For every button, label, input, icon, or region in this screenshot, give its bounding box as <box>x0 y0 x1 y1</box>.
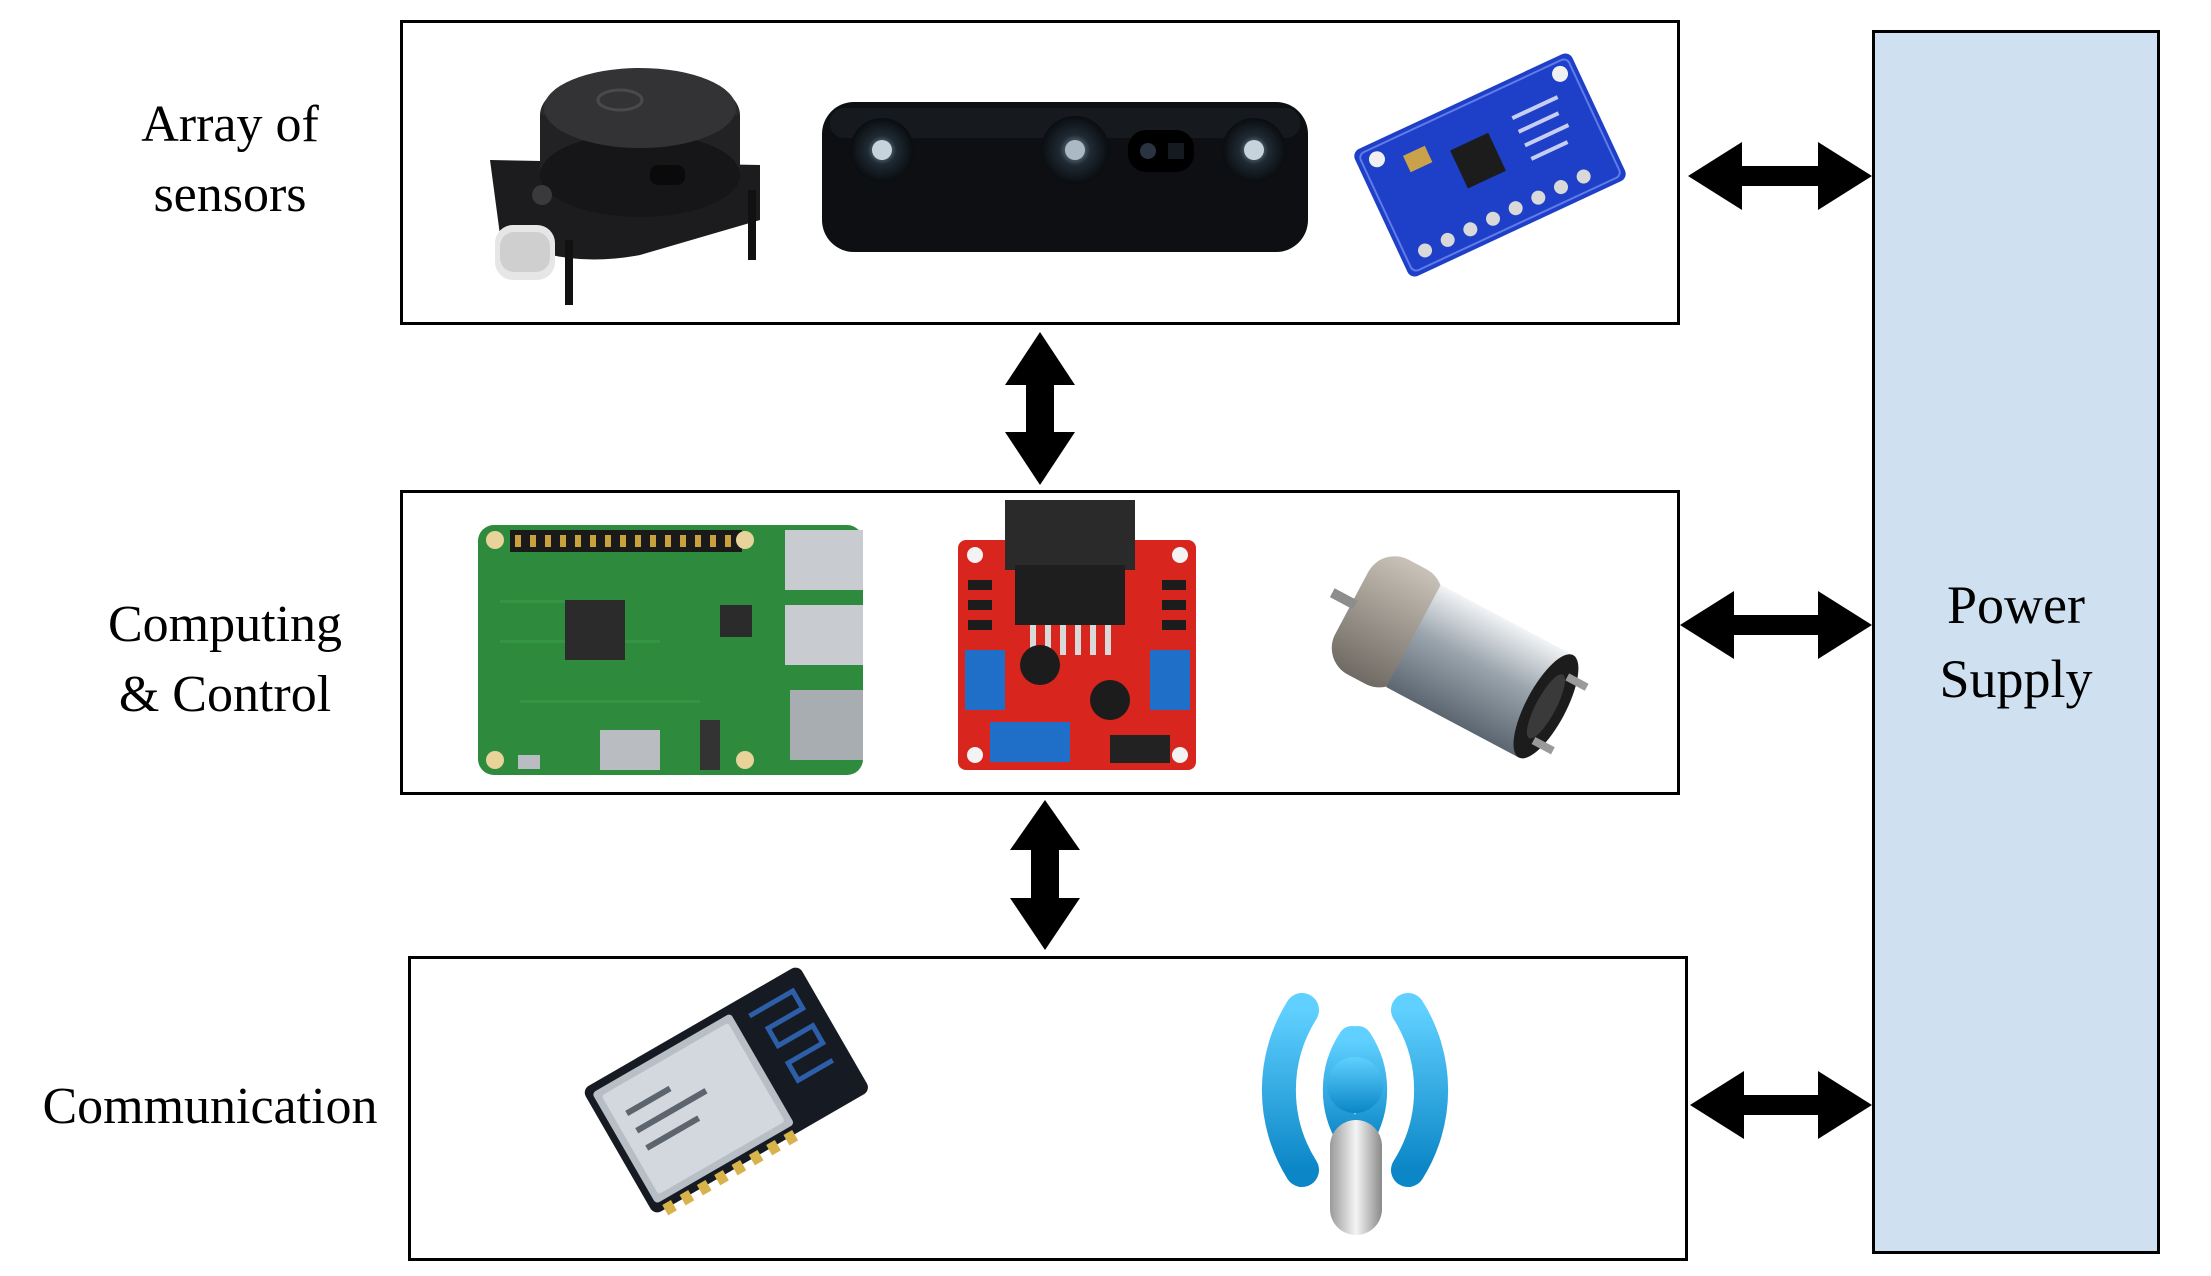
computing-label-line1: Computing <box>107 596 343 653</box>
motor-driver-icon <box>958 500 1196 770</box>
communication-label: Communication <box>42 1078 378 1135</box>
power-supply-label-line1: Power <box>1947 575 2085 635</box>
wifi-module-icon <box>584 967 868 1216</box>
lidar-icon <box>490 68 760 305</box>
power-supply-label: Power Supply <box>1939 568 2092 716</box>
arrow-sensors-computing <box>1005 332 1075 485</box>
arrow-computing-communication <box>1010 800 1080 950</box>
computing-label-line2: & Control <box>118 666 332 723</box>
sensors-label-line1: Array of <box>141 96 319 153</box>
wireless-antenna-icon <box>1261 993 1449 1235</box>
power-supply-box: Power Supply <box>1872 30 2160 1254</box>
raspberry-pi-icon <box>478 525 863 775</box>
arrow-computing-power <box>1680 591 1872 659</box>
imu-board-icon <box>1354 53 1626 277</box>
arrows <box>1005 142 1872 1139</box>
power-supply-label-line2: Supply <box>1939 649 2093 709</box>
arrow-sensors-power <box>1688 142 1872 210</box>
arrow-communication-power <box>1690 1071 1872 1139</box>
computing-label: Computing & Control <box>75 590 375 730</box>
sensors-label-line2: sensors <box>153 166 307 223</box>
depth-camera-icon <box>822 102 1308 252</box>
dc-motor-icon <box>1329 556 1589 759</box>
sensors-label: Array of sensors <box>110 90 350 230</box>
